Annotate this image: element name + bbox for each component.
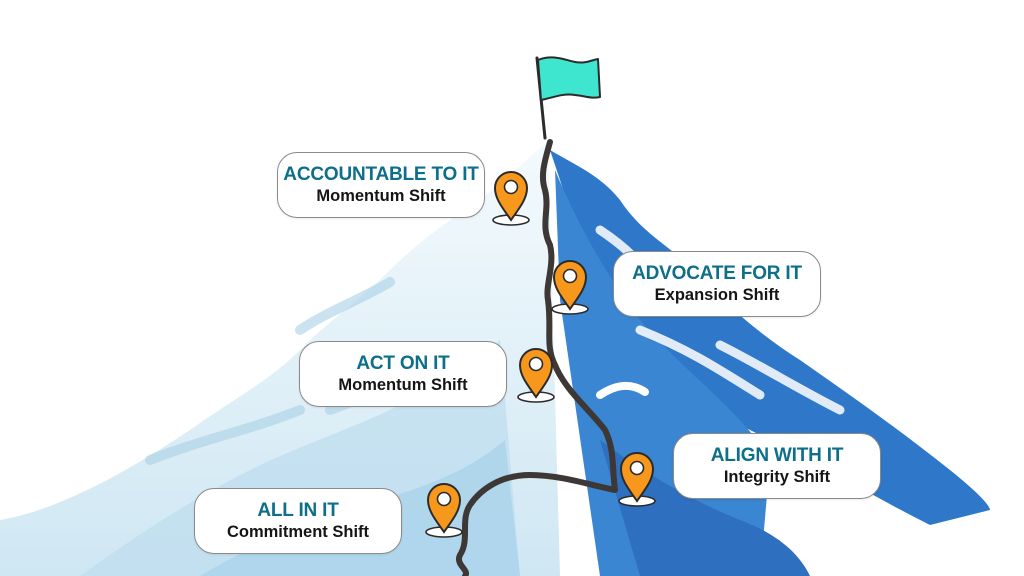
stage-title: ALIGN WITH IT [710, 445, 844, 466]
map-pin-icon [425, 483, 463, 538]
stage-shift: Commitment Shift [226, 523, 370, 541]
map-pin-icon [551, 260, 589, 315]
mountain-right-face [550, 150, 990, 576]
stage-card-act: ACT ON IT Momentum Shift [299, 341, 507, 407]
summit-trail [456, 139, 618, 576]
stage-card-all-in: ALL IN IT Commitment Shift [194, 488, 402, 554]
map-pin-icon [618, 452, 656, 507]
map-pin-icon [492, 171, 530, 226]
stage-shift: Integrity Shift [723, 468, 831, 486]
flag-icon [535, 56, 601, 140]
stage-title: ADVOCATE FOR IT [632, 263, 802, 284]
stage-title: ACCOUNTABLE TO IT [283, 164, 479, 185]
stage-title: ALL IN IT [257, 500, 339, 521]
stage-card-advocate: ADVOCATE FOR IT Expansion Shift [613, 251, 821, 317]
stage-shift: Expansion Shift [654, 286, 780, 304]
stage-shift: Momentum Shift [316, 187, 446, 205]
map-pin-icon [517, 348, 555, 403]
stage-card-accountable: ACCOUNTABLE TO IT Momentum Shift [277, 152, 485, 218]
stage-title: ACT ON IT [356, 353, 450, 374]
stage-card-align: ALIGN WITH IT Integrity Shift [673, 433, 881, 499]
stage-shift: Momentum Shift [338, 376, 468, 394]
